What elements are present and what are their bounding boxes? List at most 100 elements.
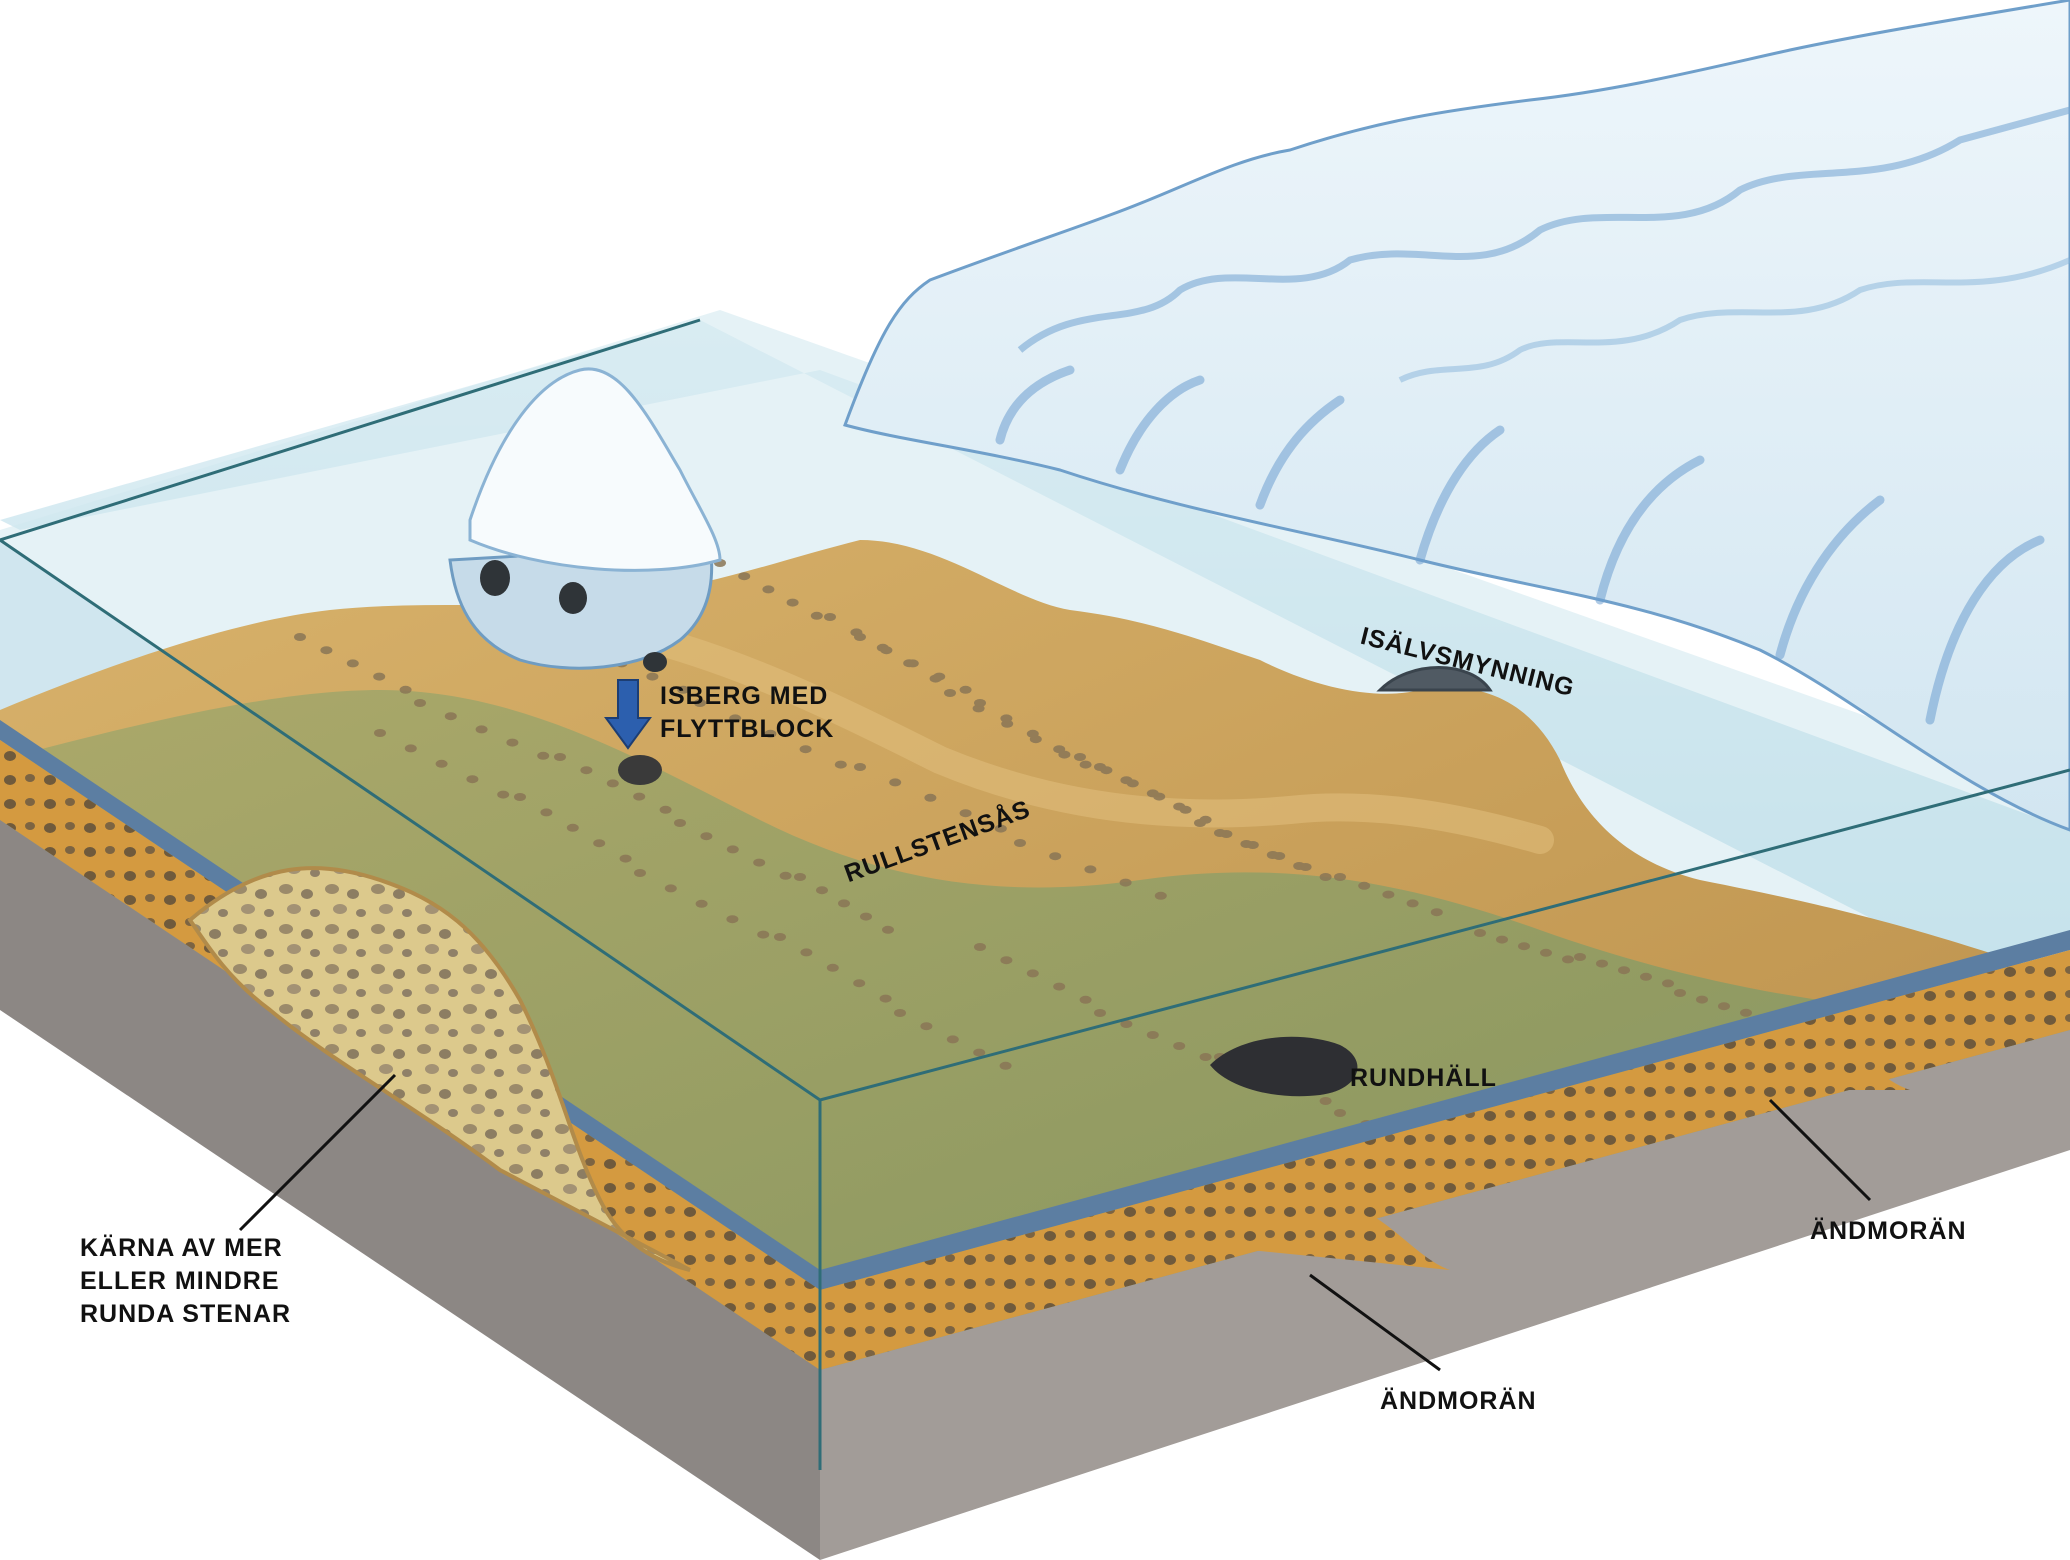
trail-stone	[1000, 714, 1013, 723]
trail-stone	[834, 760, 847, 769]
boulder-in-ice	[480, 560, 510, 596]
trail-stone	[1173, 802, 1186, 811]
trail-stone	[695, 899, 708, 908]
trail-stone	[1496, 935, 1508, 944]
glacier	[843, 0, 2070, 832]
trail-stone	[854, 763, 866, 771]
trail-stone	[1026, 729, 1039, 738]
trail-stone	[757, 930, 770, 939]
trail-stone	[853, 979, 866, 988]
trail-stone	[664, 884, 677, 893]
meltwater-mouth	[1376, 666, 1493, 692]
label-andmoran-bottom: ÄNDMORÄN	[1380, 1387, 1537, 1415]
trail-stone	[320, 646, 333, 655]
trail-stone	[674, 819, 686, 827]
trail-stone	[764, 729, 777, 738]
trail-stone	[694, 699, 706, 707]
trail-stone	[537, 751, 550, 760]
trail-stone	[475, 725, 488, 734]
trail-stone	[1199, 1053, 1212, 1061]
trail-stone	[1120, 1020, 1133, 1028]
trail-stone	[1014, 839, 1026, 847]
trail-stone	[1358, 881, 1371, 890]
trail-stone	[1406, 899, 1419, 908]
trail-stone	[435, 759, 448, 768]
trail-stone	[1094, 763, 1106, 771]
trail-stone	[959, 809, 972, 818]
trail-stone	[346, 659, 359, 668]
glass-block-edges	[0, 318, 2070, 1470]
trail-stone	[646, 672, 659, 681]
trail-stone	[1618, 966, 1630, 975]
trail-stone	[816, 886, 828, 895]
trail-stone	[1640, 972, 1652, 981]
trail-stone	[1540, 948, 1552, 957]
trail-stone	[879, 994, 892, 1003]
trail-stone	[1518, 942, 1530, 951]
trail-stone	[1146, 789, 1159, 798]
trail-stone	[294, 633, 306, 641]
trail-stone	[880, 646, 893, 655]
trail-stone	[999, 1061, 1012, 1070]
trail-stone	[634, 869, 646, 877]
trail-stone	[974, 699, 986, 707]
trail-stone	[774, 933, 786, 941]
trail-stone	[619, 854, 632, 863]
trail-stone	[799, 745, 812, 754]
trail-stone	[1319, 873, 1332, 881]
trail-stone	[1696, 995, 1708, 1004]
trail-stone	[514, 793, 526, 801]
trail-stone	[974, 943, 986, 951]
trail-stone	[826, 963, 839, 972]
trail-stone	[593, 839, 606, 848]
trail-stone	[700, 832, 713, 841]
trail-stone	[1146, 1031, 1159, 1039]
trail-stone	[933, 672, 946, 681]
trail-stone	[1120, 776, 1133, 785]
trail-stone	[973, 1048, 986, 1057]
trail-stone	[894, 1009, 906, 1017]
trail-stone	[1053, 982, 1066, 991]
trail-stone	[779, 871, 792, 880]
label-karna-line-2: ELLER MINDRE	[80, 1267, 280, 1295]
trail-stone	[959, 685, 972, 694]
trail-stone	[1049, 852, 1062, 861]
trail-stone	[1094, 1009, 1106, 1017]
trail-stone	[944, 689, 956, 697]
trail-stone	[738, 572, 751, 581]
label-karna: KÄRNA AV MER ELLER MINDRE RUNDA STENAR	[80, 1232, 291, 1331]
trail-stone	[726, 845, 739, 854]
trail-stone	[860, 912, 872, 921]
esker-core-section	[187, 866, 691, 1272]
esker-ridge	[546, 606, 1554, 854]
end-moraine-right	[1730, 1036, 1910, 1090]
trail-stone	[794, 873, 806, 881]
trail-stone	[838, 899, 850, 908]
trail-stone	[497, 790, 510, 799]
trail-stone	[946, 1035, 959, 1044]
trail-stone	[1319, 1097, 1332, 1105]
trail-stone	[540, 808, 553, 817]
trail-stone	[659, 805, 672, 814]
trail-stone	[994, 824, 1007, 833]
trail-stone	[566, 823, 579, 832]
trail-stone	[373, 672, 386, 681]
trail-stone	[1474, 929, 1486, 937]
trail-stone	[1574, 953, 1586, 961]
trail-stone	[1173, 1042, 1186, 1050]
trail-stone	[580, 766, 593, 775]
trail-stone	[1740, 1008, 1752, 1017]
trail-stone	[1026, 969, 1039, 978]
trail-stone	[1084, 865, 1097, 874]
trail-stone	[1119, 878, 1132, 887]
trail-stone	[810, 611, 823, 620]
label-karna-line-3: RUNDA STENAR	[80, 1300, 292, 1328]
trail-stone	[889, 778, 902, 787]
trail-stone	[726, 915, 739, 924]
trail-stone	[1662, 979, 1674, 988]
roche-moutonnee	[1210, 1036, 1358, 1097]
trail-stone	[824, 613, 836, 621]
trail-stone	[1293, 862, 1306, 870]
trail-stone	[1562, 955, 1574, 964]
trail-stone	[1240, 840, 1253, 848]
